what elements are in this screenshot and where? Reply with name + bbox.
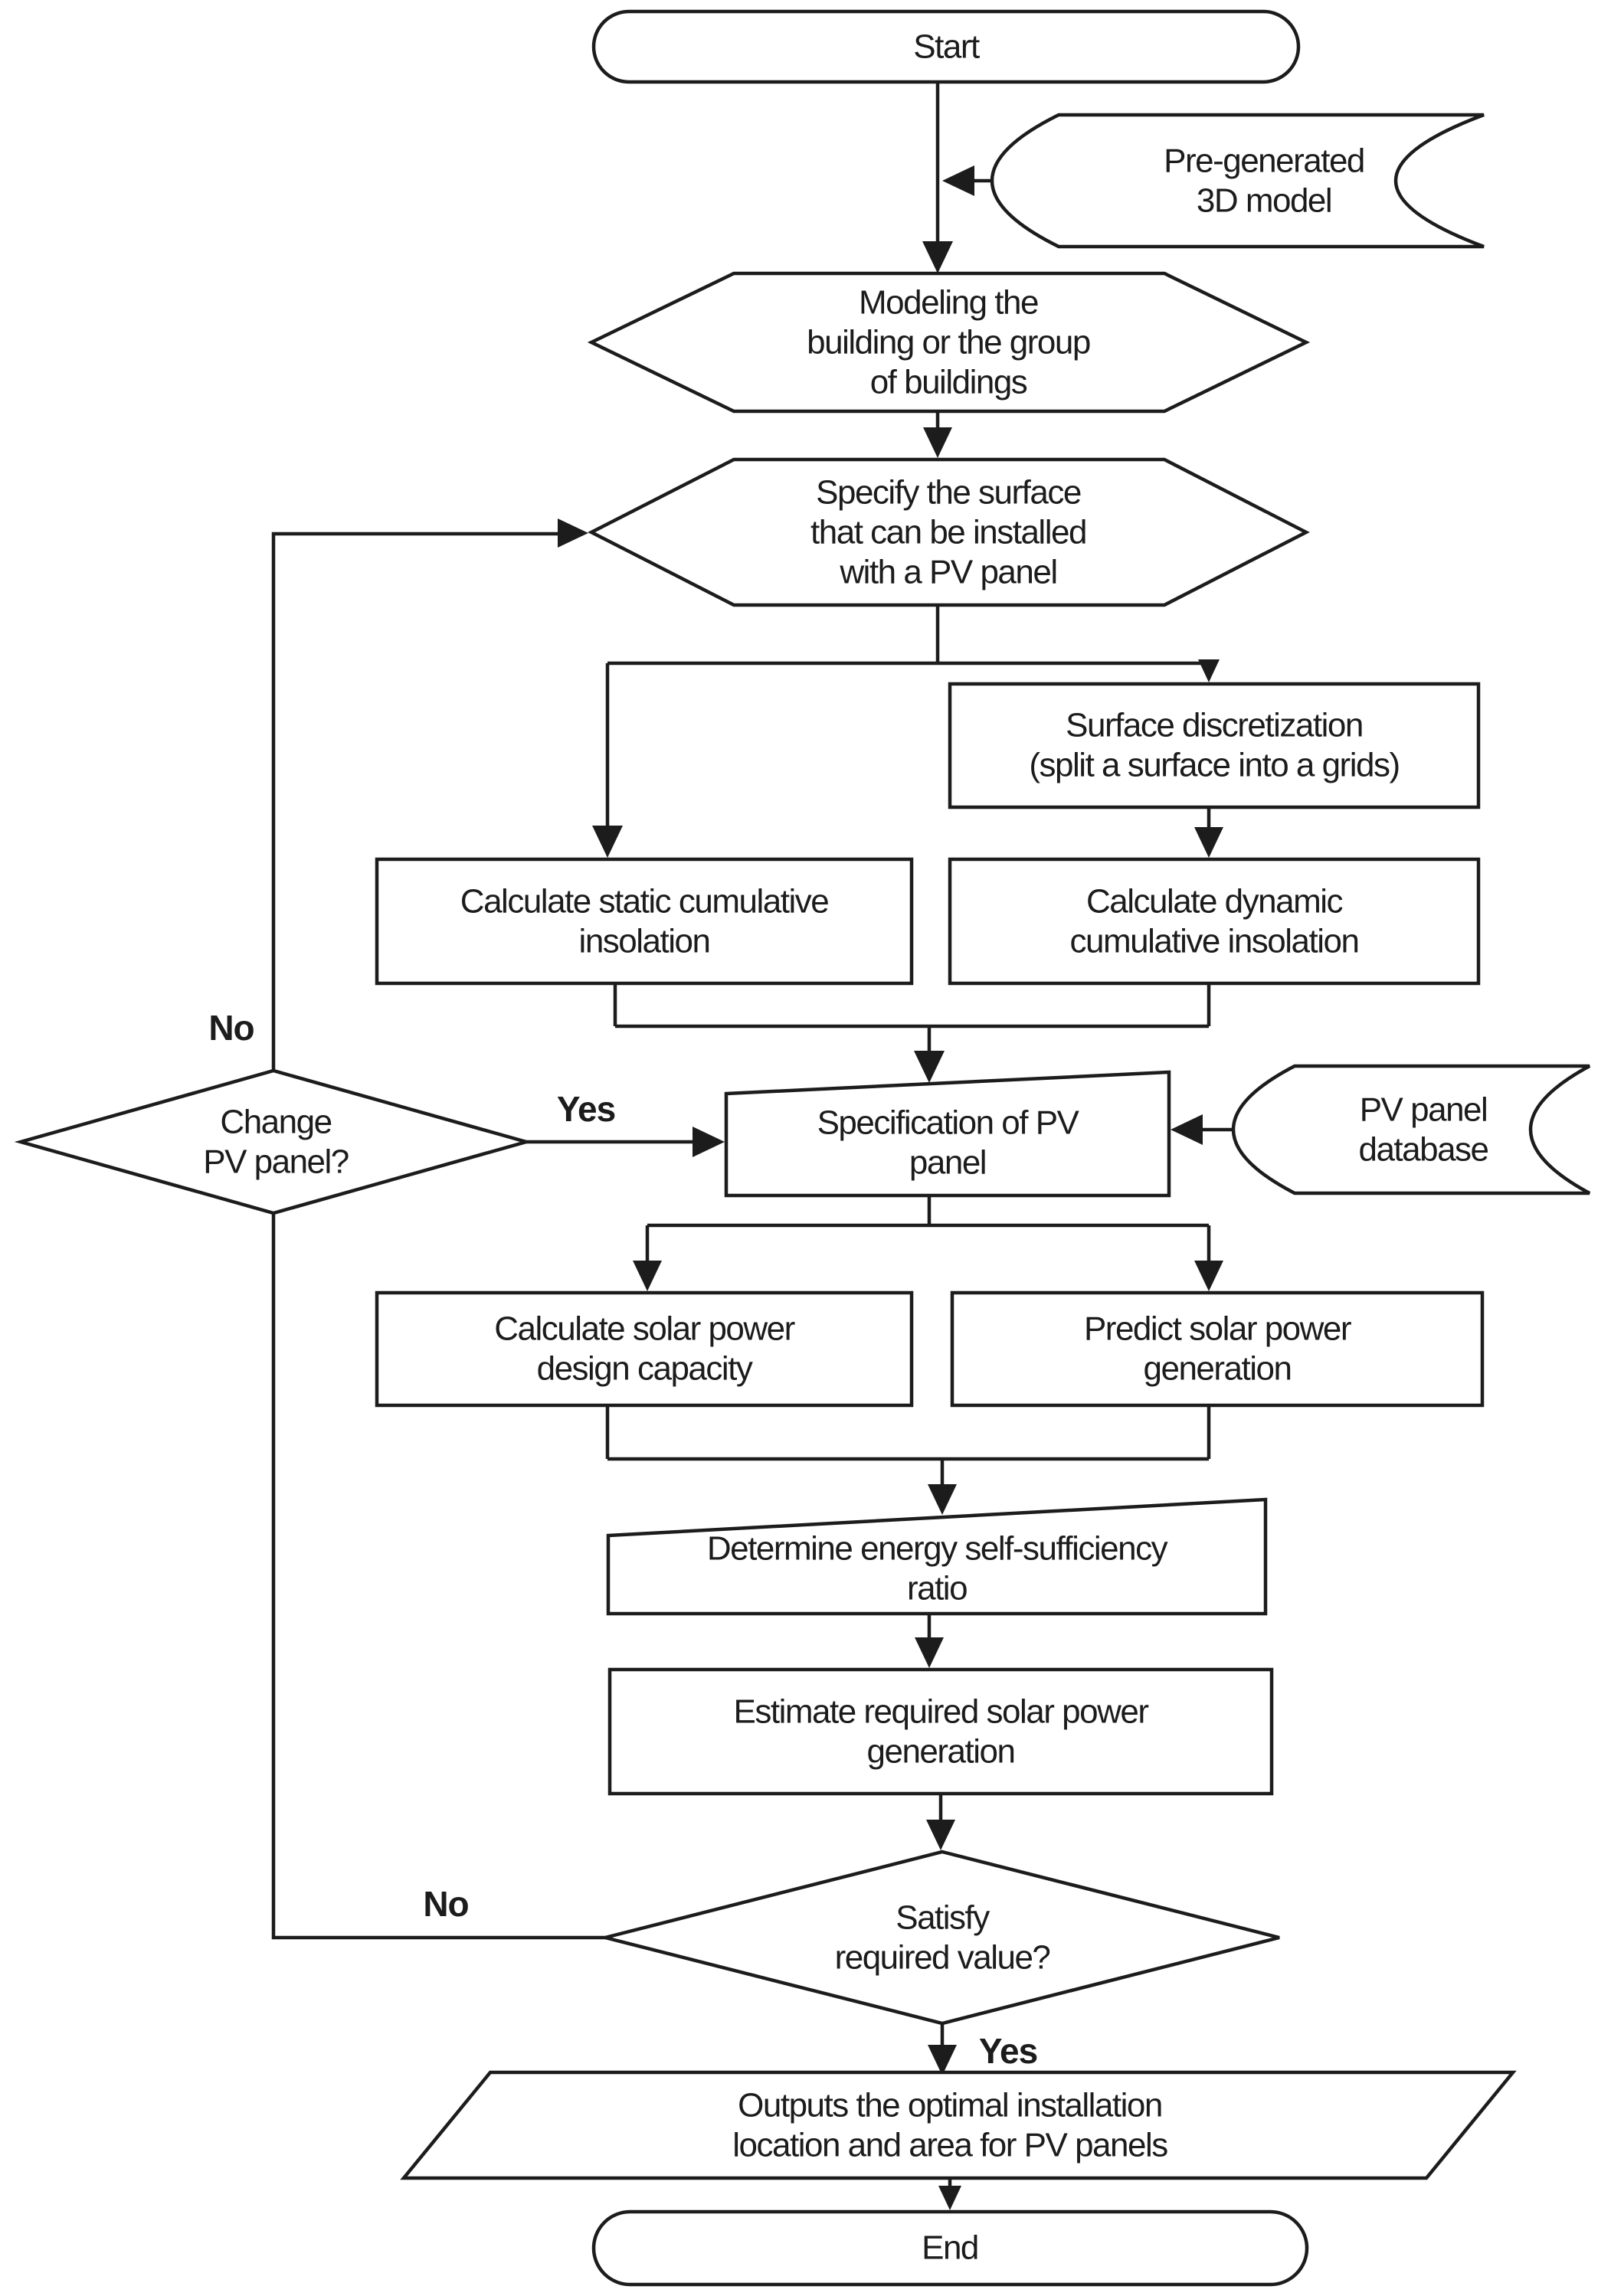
- edge-label-no-change: No: [208, 1008, 254, 1048]
- arrowhead-icon: [923, 427, 952, 458]
- change-panel-shape: [14, 1068, 533, 1215]
- modeling-shape: [587, 271, 1311, 414]
- arrowhead-icon: [942, 165, 974, 196]
- arrowhead-icon: [633, 1261, 662, 1291]
- estimate-gen-shape: [607, 1667, 1274, 1796]
- flow-edges: [271, 82, 1233, 2187]
- flow-node-end: End: [591, 2209, 1309, 2287]
- calc-dynamic-shape: [948, 857, 1481, 986]
- arrowhead-icon: [922, 241, 953, 273]
- calc-static-shape: [375, 857, 914, 986]
- arrowhead-icon: [915, 1637, 944, 1668]
- calc-capacity-shape: [375, 1290, 914, 1408]
- spec-pv-shape: [724, 1070, 1171, 1198]
- edge-label-yes-change: Yes: [557, 1089, 615, 1129]
- arrowhead-icon: [558, 518, 588, 548]
- arrowhead-icon: [1194, 827, 1223, 858]
- pregen-shape: [990, 113, 1485, 249]
- surfdisc-shape: [948, 682, 1481, 809]
- satisfy-shape: [604, 1850, 1280, 2026]
- specify-shape: [588, 457, 1310, 607]
- outputs-shape: [400, 2070, 1517, 2180]
- end-label: End: [922, 2229, 978, 2267]
- edge-label-no-satisfy: No: [423, 1884, 468, 1924]
- arrowhead-icon: [926, 1820, 955, 1850]
- arrowhead-icon: [1198, 659, 1220, 682]
- arrowhead-icon: [1194, 1261, 1223, 1291]
- arrowhead-icon: [928, 2045, 957, 2075]
- arrowhead-icon: [928, 1484, 957, 1515]
- arrowhead-icon: [938, 2186, 961, 2210]
- determine-ratio-shape: [606, 1497, 1268, 1616]
- end-shape: [591, 2209, 1309, 2287]
- predict-gen-shape: [950, 1290, 1485, 1408]
- flow-arrowheads: [558, 165, 1223, 2210]
- flow-node-surfdisc: Surface discretization(split a surface i…: [948, 682, 1481, 809]
- arrowhead-icon: [914, 1051, 945, 1083]
- flow-connector: [271, 1213, 605, 1940]
- start-label: Start: [913, 28, 980, 66]
- pv-db-shape: [1231, 1064, 1591, 1195]
- arrowhead-icon: [1171, 1114, 1203, 1145]
- surfdisc-label: Surface discretization(split a surface i…: [1029, 707, 1399, 784]
- arrowhead-icon: [592, 826, 623, 858]
- flow-node-start: Start: [591, 9, 1301, 84]
- arrowhead-icon: [693, 1127, 725, 1157]
- edge-label-yes-satisfy: Yes: [979, 2031, 1037, 2071]
- flow-connector: [271, 531, 559, 1071]
- start-shape: [591, 9, 1301, 84]
